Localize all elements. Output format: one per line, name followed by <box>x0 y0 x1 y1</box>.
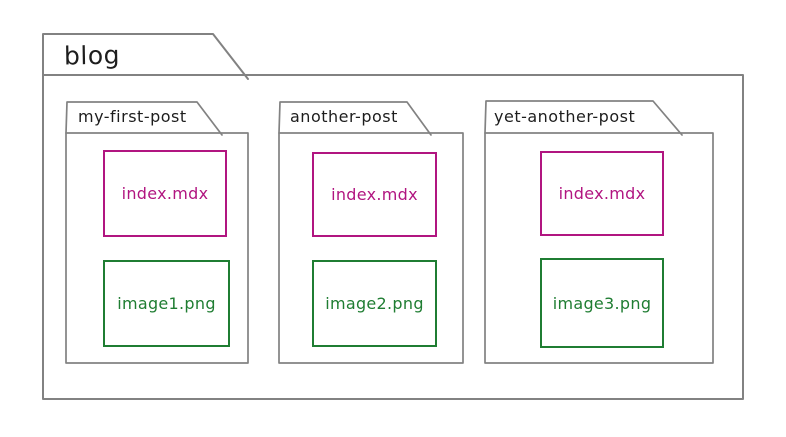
blog-folder-body-outline <box>42 74 744 400</box>
blog-folder-tab-outline <box>42 33 249 80</box>
another-post-folder-body-outline <box>278 132 464 364</box>
yet-another-post-folder-body-outline <box>484 132 714 364</box>
file-index-mdx-3: index.mdx <box>540 151 664 236</box>
another-post-folder-tab-outline <box>278 101 432 136</box>
file-index-mdx-1: index.mdx <box>103 150 227 237</box>
file-index-mdx-2: index.mdx <box>312 152 437 237</box>
my-first-post-folder-body-outline <box>65 132 249 364</box>
my-first-post-folder-tab-outline <box>65 101 223 136</box>
folder-label-another-post: another-post <box>290 107 398 126</box>
file-image3-png: image3.png <box>540 258 664 348</box>
folder-label-blog: blog <box>63 40 121 71</box>
file-image2-png: image2.png <box>312 260 437 347</box>
file-image1-png: image1.png <box>103 260 230 347</box>
yet-another-post-folder-tab-outline <box>484 100 683 136</box>
folder-label-yet-another-post: yet-another-post <box>494 107 636 126</box>
folder-label-my-first-post: my-first-post <box>78 107 187 126</box>
